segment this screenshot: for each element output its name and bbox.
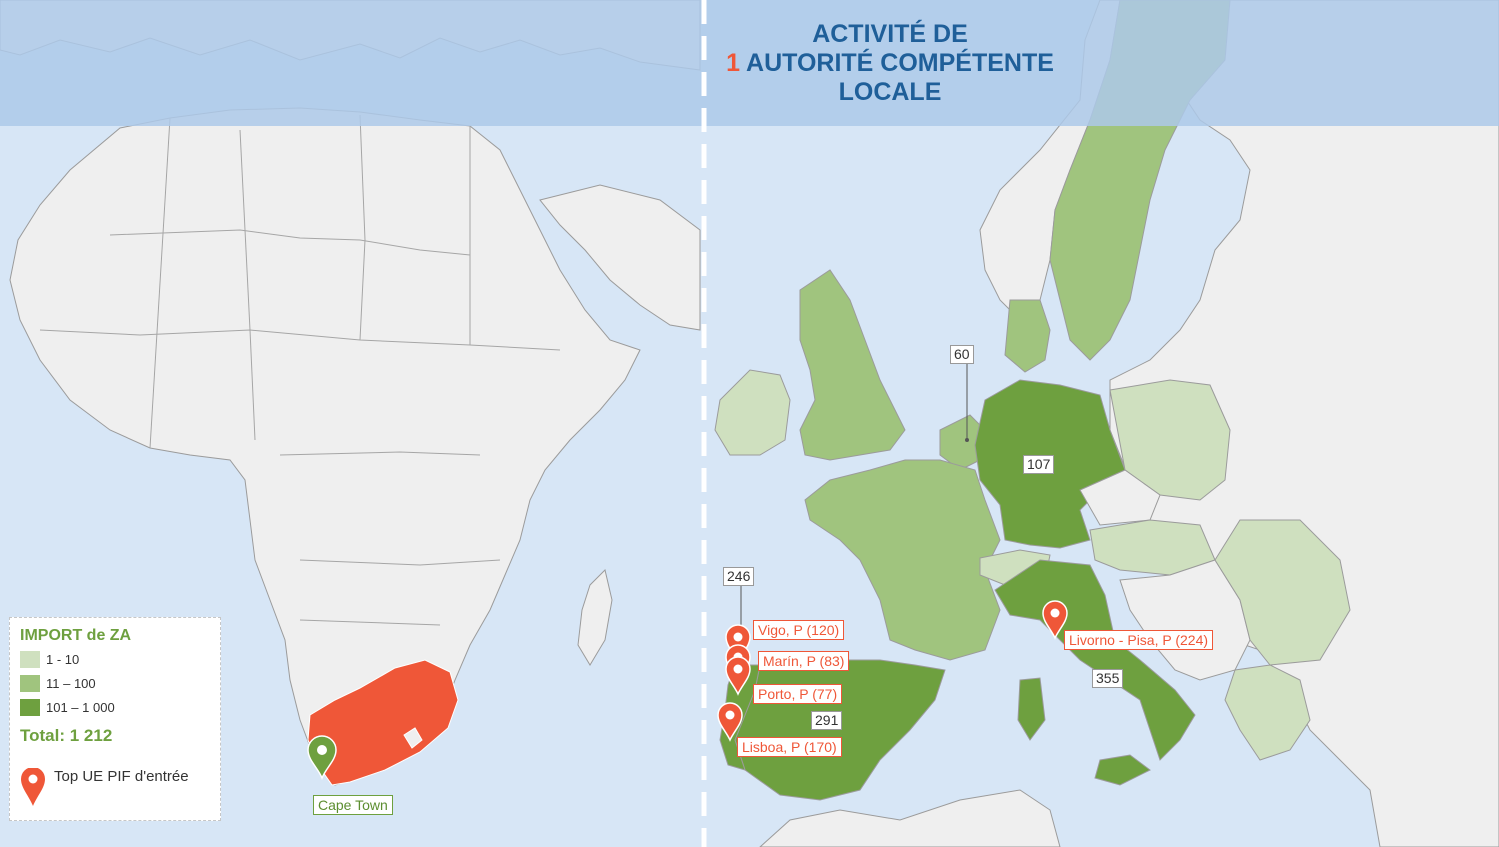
arabia-land [539,184,701,331]
north-africa-land [759,789,1061,847]
legend-total-label: Total: [20,726,66,745]
value-label-spain: 291 [811,711,843,730]
livorno-pin-icon [1042,600,1068,640]
sardinia-island [1017,677,1046,741]
uk-country [799,269,906,461]
legend-swatch-3 [20,699,40,716]
lesotho-land [403,727,423,749]
value-label-italy: 355 [1092,669,1124,688]
entry-label-lisboa: Lisboa, P (170) [737,737,842,757]
title-line-3: LOCALE [838,78,942,106]
cape-town-pin-icon [307,735,337,781]
ireland-country [714,369,791,456]
legend-label-1: 1 - 10 [46,652,80,667]
title-line-2: 1 AUTORITÉ COMPÉTENTE [700,49,1080,78]
legend-title: IMPORT de ZA [20,627,132,644]
madagascar-land [577,569,613,666]
value-label-netherlands: 60 [950,345,974,364]
vigo-pin-icon [725,624,751,664]
legend: IMPORT de ZA 1 - 10 11 – 100 101 – 1 000… [9,617,221,821]
title-band [0,0,1499,126]
entry-label-marin: Marín, P (83) [758,651,850,671]
lisboa-pin-icon [717,702,743,742]
legend-label-2: 11 – 100 [46,676,96,691]
entry-pin-icons [717,600,1068,742]
value-label-germany: 107 [1023,455,1055,474]
map-title: ACTIVITÉ DE 1 AUTORITÉ COMPÉTENTE LOCALE [700,20,1080,107]
greece-country [1224,664,1311,761]
legend-class-3: 101 – 1 000 [20,699,115,716]
romania-bulgaria-country [1214,519,1351,666]
leader-dot-netherlands [965,438,969,442]
title-line-1: ACTIVITÉ DE [812,20,968,48]
value-label-portugal: 246 [723,567,755,586]
legend-swatch-2 [20,675,40,692]
denmark-country [1004,299,1051,373]
legend-swatch-1 [20,651,40,668]
cape-town-label: Cape Town [313,795,393,815]
entry-label-vigo: Vigo, P (120) [753,620,845,640]
legend-total: Total: 1 212 [20,726,112,746]
entry-label-livorno: Livorno - Pisa, P (224) [1064,630,1214,650]
entry-label-porto: Porto, P (77) [753,684,843,704]
czech-land [1079,469,1161,526]
legend-class-2: 11 – 100 [20,675,96,692]
legend-pin-icon [21,768,45,806]
africa-borders [39,114,561,626]
title-count: 1 [726,49,740,77]
france-country [804,459,1001,661]
title-line-2-text: AUTORITÉ COMPÉTENTE [746,49,1054,77]
legend-label-3: 101 – 1 000 [46,700,115,715]
legend-pin-label: Top UE PIF d'entrée [54,768,189,785]
sicily-island [1094,754,1151,786]
legend-total-value: 1 212 [69,726,113,745]
legend-class-1: 1 - 10 [20,651,79,668]
porto-pin-icon [725,656,751,696]
